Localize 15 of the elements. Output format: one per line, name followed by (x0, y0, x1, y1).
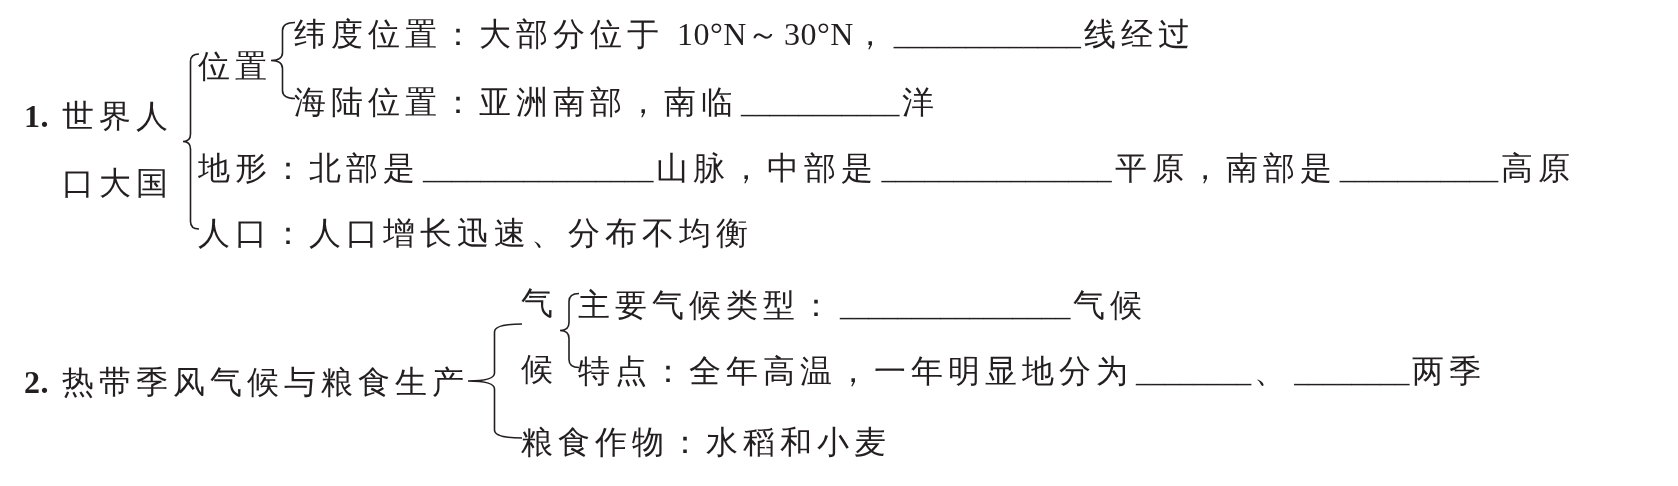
outline-text: 主要气候类型：________________气候 (578, 286, 1148, 325)
outline-text: 人口：人口增长迅速、分布不均衡 (198, 214, 753, 252)
curly-brace (467, 323, 523, 439)
topic-heading: 1. 世界人口大国 (24, 83, 184, 217)
outline-text: 粮食作物：水稻和小麦 (521, 423, 891, 461)
category-label: 位置 (198, 47, 272, 85)
outline-text: 特点：全年高温，一年明显地分为________、________两季 (578, 352, 1487, 391)
outline-text: 纬度位置：大部分位于 10°N～30°N，_____________线经过 (294, 15, 1195, 54)
category-label: 气候 (521, 270, 561, 402)
topic-heading: 2. 热带季风气候与粮食生产 (24, 363, 469, 401)
curly-brace (559, 292, 580, 369)
curly-brace (270, 21, 296, 100)
curly-brace (182, 53, 200, 230)
outline-text: 地形：北部是________________山脉，中部是________________平原，南部是___________高原 (198, 149, 1576, 188)
outline-text: 海陆位置：亚洲南部，南临___________洋 (294, 83, 940, 122)
